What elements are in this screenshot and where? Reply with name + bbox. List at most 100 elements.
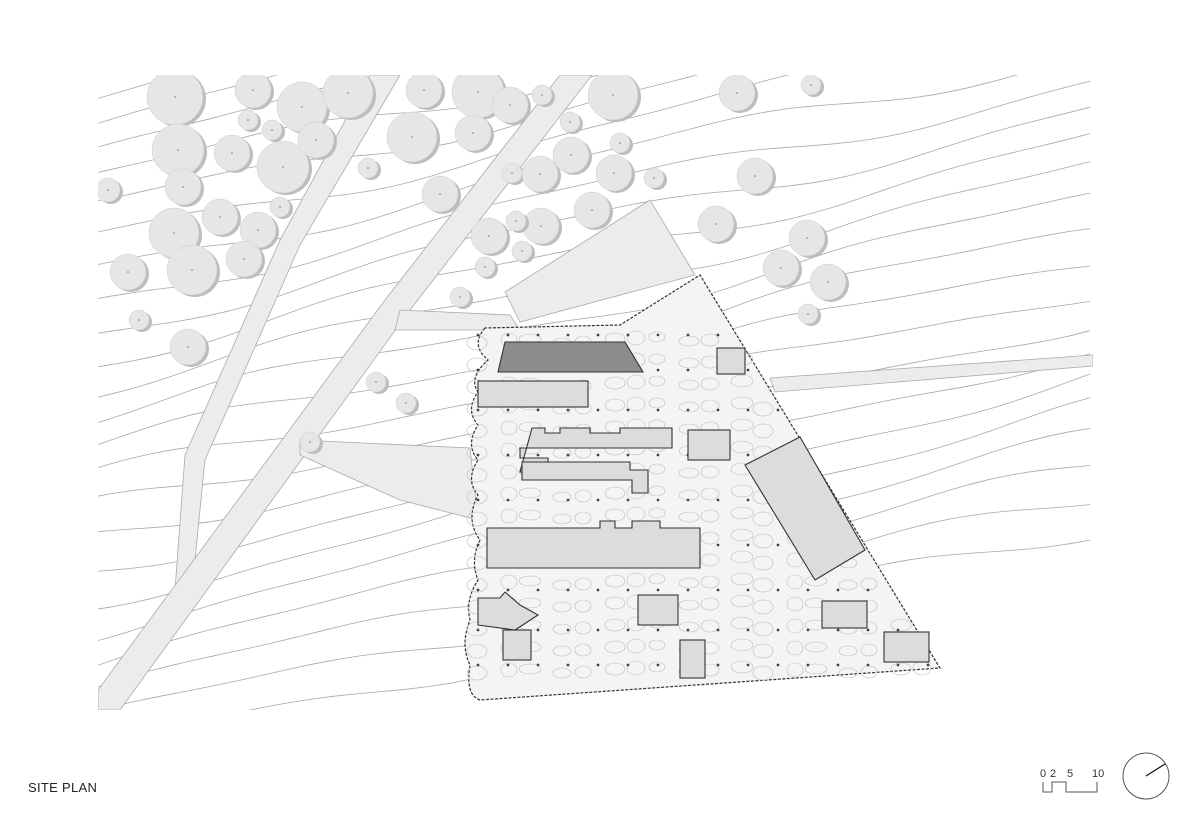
column-dot: [656, 453, 660, 457]
paving-blob: [466, 357, 488, 373]
paving-blob: [604, 640, 626, 654]
paving-blob: [500, 574, 518, 590]
paving-blob: [604, 618, 626, 632]
tree-icon: [128, 309, 152, 332]
east-path: [769, 354, 1093, 393]
paving-blob: [648, 375, 666, 387]
paving-blob: [500, 486, 518, 502]
column-dot: [896, 628, 900, 632]
tree-icon: [809, 263, 849, 302]
cross-building-lower: [521, 461, 649, 494]
column-dot: [506, 498, 510, 502]
paving-blob: [500, 420, 518, 436]
paving-blob: [604, 662, 626, 676]
column-dot: [686, 408, 690, 412]
column-dot: [716, 408, 720, 412]
column-dot: [746, 408, 750, 412]
column-dot: [626, 408, 630, 412]
paving-blob: [730, 638, 754, 652]
paving-blob: [574, 511, 592, 525]
column-dot: [806, 588, 810, 592]
column-dot: [476, 498, 480, 502]
tree-icon: [454, 114, 494, 153]
paving-blob: [730, 440, 754, 454]
building: [502, 629, 532, 661]
paving-blob: [574, 577, 592, 591]
paving-blob: [466, 577, 488, 593]
paving-blob: [786, 596, 804, 612]
column-dot: [596, 333, 600, 337]
road-diagonal: [98, 75, 593, 710]
paving-blob: [648, 573, 666, 585]
paving-blob: [574, 599, 592, 613]
paving-blob: [466, 665, 488, 681]
tree-icon: [386, 111, 440, 164]
column-dot: [596, 663, 600, 667]
building: [821, 600, 868, 629]
tree-icon: [109, 253, 149, 292]
paving-blob: [786, 640, 804, 656]
column-dot: [656, 333, 660, 337]
paving-blob: [604, 574, 626, 588]
column-dot: [746, 453, 750, 457]
paving-blob: [804, 663, 828, 675]
tree-icon: [697, 205, 737, 244]
column-dot: [716, 663, 720, 667]
column-dot: [566, 408, 570, 412]
paving-blob: [648, 353, 666, 365]
paving-blob: [626, 396, 646, 412]
paving-blob: [700, 597, 720, 611]
paving-blob: [678, 467, 700, 479]
column-dot: [686, 368, 690, 372]
paving-blob: [678, 357, 700, 369]
drawing-title: SITE PLAN: [28, 780, 98, 795]
paving-blob: [786, 662, 804, 678]
contour-line: [98, 75, 278, 124]
paving-blob: [518, 421, 542, 433]
building: [477, 380, 589, 408]
scale-label: 10: [1092, 768, 1105, 780]
paving-blob: [752, 555, 774, 571]
column-dot: [776, 663, 780, 667]
tree-icon: [609, 132, 633, 155]
paving-blob: [500, 442, 518, 458]
column-dot: [506, 408, 510, 412]
contour-line: [98, 192, 1091, 423]
paving-blob: [648, 507, 666, 519]
building: [477, 591, 540, 631]
scale-bar-graphic: [1042, 781, 1098, 793]
column-dot: [656, 663, 660, 667]
column-dot: [626, 663, 630, 667]
paving-blob: [678, 511, 700, 523]
tree-icon: [449, 286, 473, 309]
paving-blob: [466, 489, 488, 505]
tree-icon: [501, 162, 525, 185]
column-dot: [476, 588, 480, 592]
building: [637, 594, 679, 626]
paving-blob: [752, 533, 774, 549]
column-dot: [536, 333, 540, 337]
column-dot: [926, 663, 930, 667]
tree-icon: [587, 75, 641, 122]
tree-icon: [297, 121, 337, 160]
tree-icon: [421, 175, 461, 214]
paving-blob: [700, 487, 720, 501]
paving-blob: [648, 397, 666, 409]
paving-blob: [890, 662, 912, 676]
paving-blob: [626, 330, 646, 346]
paving-blob: [518, 575, 542, 587]
tree-icon: [151, 123, 207, 178]
tree-icon: [531, 84, 555, 107]
paving-blob: [678, 599, 700, 611]
tree-icon: [505, 210, 529, 233]
tree-icon: [491, 86, 531, 125]
paving-blob: [752, 643, 774, 659]
building: [687, 429, 731, 461]
column-dot: [596, 498, 600, 502]
paving-blob: [730, 418, 754, 432]
column-dot: [566, 453, 570, 457]
column-dot: [596, 408, 600, 412]
paving-blob: [518, 487, 542, 499]
tree-icon: [201, 198, 241, 237]
paving-blob: [466, 423, 488, 439]
